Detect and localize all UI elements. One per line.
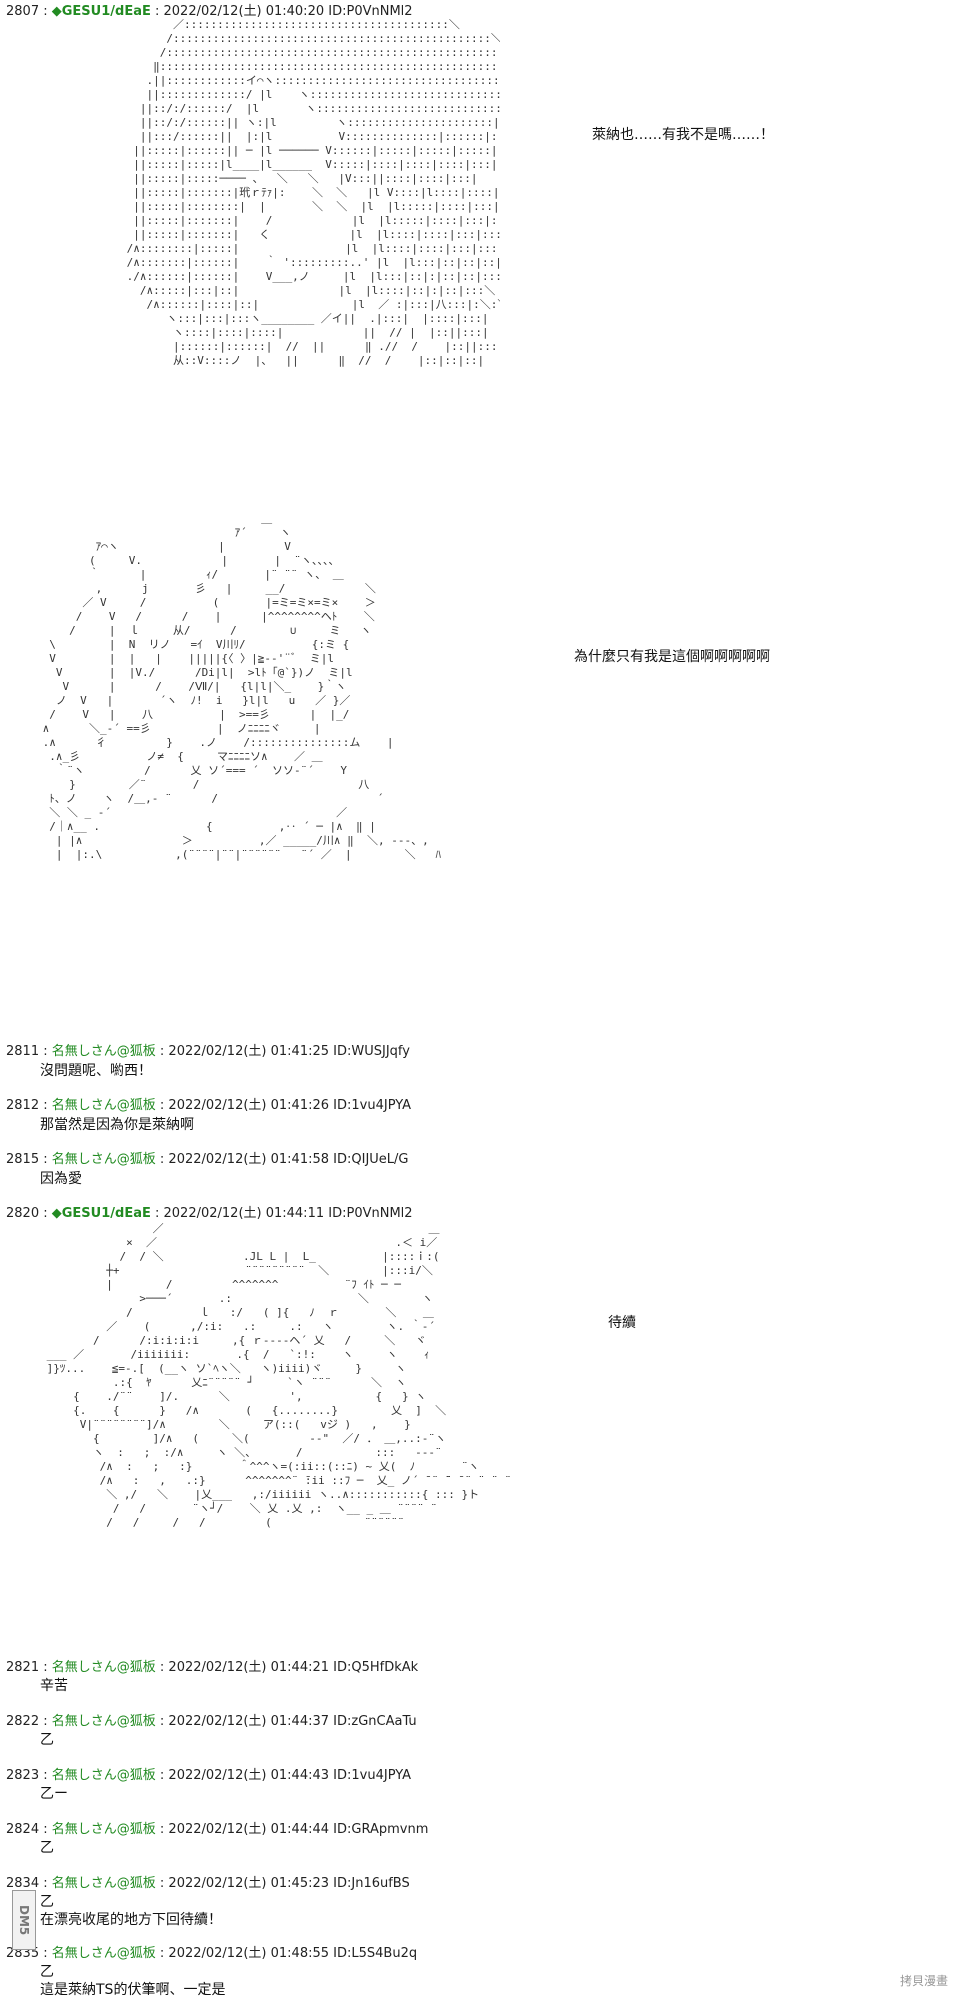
- post-id[interactable]: ID:GRApmvnm: [333, 1822, 429, 1837]
- post-header-2835: 2835 : 名無しさん@狐板 : 2022/02/12(土) 01:48:55…: [6, 1946, 418, 1961]
- poster-name: 名無しさん@狐板: [51, 1044, 156, 1059]
- poster-name: ◆GESU1/dEaE: [51, 1206, 151, 1221]
- site-watermark-logo: DM5: [12, 1890, 36, 1950]
- post-id[interactable]: ID:1vu4JPYA: [333, 1098, 412, 1113]
- post-header-2822: 2822 : 名無しさん@狐板 : 2022/02/12(土) 01:44:37…: [6, 1714, 417, 1729]
- ascii-art-character-2: ＿ ｱ´ ヽ ｱ⌒ヽ | V ( V. | | ¨ヽ、、、、 ｀ | ｨ/ |¨…: [42, 512, 441, 861]
- post-number[interactable]: 2812: [6, 1098, 40, 1113]
- post-number[interactable]: 2821: [6, 1660, 40, 1675]
- post-body-2835: 乙 這是萊納TS的伏筆啊、一定是: [40, 1964, 226, 1998]
- watermark-left-text: DM5: [17, 1904, 31, 1936]
- post-number[interactable]: 2811: [6, 1044, 40, 1059]
- poster-name: 名無しさん@狐板: [51, 1714, 156, 1729]
- post-date: 2022/02/12(土) 01:44:43: [168, 1768, 330, 1783]
- post-body-2834: 乙 在漂亮收尾的地方下回待續！: [40, 1894, 222, 1928]
- post-number[interactable]: 2807: [6, 4, 40, 19]
- post-body-2821: 辛苦: [40, 1678, 68, 1694]
- dialogue-line-2: 為什麼只有我是這個啊啊啊啊啊: [574, 649, 770, 665]
- post-header-2823: 2823 : 名無しさん@狐板 : 2022/02/12(土) 01:44:43…: [6, 1768, 412, 1783]
- post-body-2811: 沒問題呢、喲西！: [40, 1063, 152, 1079]
- post-header-2811: 2811 : 名無しさん@狐板 : 2022/02/12(土) 01:41:25…: [6, 1044, 410, 1059]
- poster-name: 名無しさん@狐板: [51, 1876, 156, 1891]
- dialogue-line-3: 待續: [608, 1315, 636, 1331]
- post-number[interactable]: 2822: [6, 1714, 40, 1729]
- poster-name: 名無しさん@狐板: [51, 1768, 156, 1783]
- post-id[interactable]: ID:Q5HfDkAk: [333, 1660, 419, 1675]
- watermark-text: 拷貝漫畫: [899, 1974, 948, 1988]
- poster-name: 名無しさん@狐板: [51, 1822, 156, 1837]
- post-date: 2022/02/12(土) 01:41:25: [168, 1044, 330, 1059]
- post-id[interactable]: ID:P0VnNMl2: [328, 1206, 413, 1221]
- post-date: 2022/02/12(土) 01:45:23: [168, 1876, 330, 1891]
- post-header-2821: 2821 : 名無しさん@狐板 : 2022/02/12(土) 01:44:21…: [6, 1660, 419, 1675]
- poster-name: ◆GESU1/dEaE: [51, 4, 151, 19]
- poster-name: 名無しさん@狐板: [51, 1660, 156, 1675]
- post-header-2834: 2834 : 名無しさん@狐板 : 2022/02/12(土) 01:45:23…: [6, 1876, 410, 1891]
- post-id[interactable]: ID:Jn16ufBS: [333, 1876, 410, 1891]
- post-id[interactable]: ID:QIJUeL/G: [333, 1152, 409, 1167]
- post-date: 2022/02/12(土) 01:44:37: [168, 1714, 330, 1729]
- dialogue-line-1: 萊納也……有我不是嗎……！: [592, 127, 774, 143]
- post-date: 2022/02/12(土) 01:40:20: [163, 4, 325, 19]
- poster-name: 名無しさん@狐板: [51, 1152, 156, 1167]
- post-number[interactable]: 2824: [6, 1822, 40, 1837]
- ascii-art-character-1: ／:::::::::::::::::::::::::::::::::::::::…: [126, 18, 500, 367]
- ascii-art-character-3: ／ ＿ × ／ .＜ i／ / / ＼ .JL L | L_ |::::ｉ:( …: [46, 1222, 510, 1529]
- poster-name: 名無しさん@狐板: [51, 1946, 156, 1961]
- post-header-2812: 2812 : 名無しさん@狐板 : 2022/02/12(土) 01:41:26…: [6, 1098, 412, 1113]
- post-header-2820: 2820 : ◆GESU1/dEaE : 2022/02/12(土) 01:44…: [6, 1206, 413, 1221]
- post-header-2815: 2815 : 名無しさん@狐板 : 2022/02/12(土) 01:41:58…: [6, 1152, 409, 1167]
- post-date: 2022/02/12(土) 01:44:21: [168, 1660, 330, 1675]
- post-number[interactable]: 2823: [6, 1768, 40, 1783]
- post-date: 2022/02/12(土) 01:44:11: [163, 1206, 325, 1221]
- post-body-2824: 乙: [40, 1840, 54, 1856]
- post-date: 2022/02/12(土) 01:41:26: [168, 1098, 330, 1113]
- post-id[interactable]: ID:WUSJJqfy: [333, 1044, 410, 1059]
- post-id[interactable]: ID:P0VnNMl2: [328, 4, 413, 19]
- post-body-2822: 乙: [40, 1732, 54, 1748]
- post-body-2823: 乙ー: [40, 1786, 68, 1802]
- post-id[interactable]: ID:zGnCAaTu: [333, 1714, 417, 1729]
- post-body-2815: 因為愛: [40, 1171, 82, 1187]
- post-date: 2022/02/12(土) 01:44:44: [168, 1822, 330, 1837]
- post-number[interactable]: 2820: [6, 1206, 40, 1221]
- post-number[interactable]: 2834: [6, 1876, 40, 1891]
- post-id[interactable]: ID:L5S4Bu2q: [333, 1946, 418, 1961]
- post-number[interactable]: 2815: [6, 1152, 40, 1167]
- post-body-2812: 那當然是因為你是萊納啊: [40, 1117, 194, 1133]
- post-date: 2022/02/12(土) 01:48:55: [168, 1946, 330, 1961]
- post-date: 2022/02/12(土) 01:41:58: [168, 1152, 330, 1167]
- post-header-2807: 2807 : ◆GESU1/dEaE : 2022/02/12(土) 01:40…: [6, 4, 413, 19]
- post-header-2824: 2824 : 名無しさん@狐板 : 2022/02/12(土) 01:44:44…: [6, 1822, 429, 1837]
- post-id[interactable]: ID:1vu4JPYA: [333, 1768, 412, 1783]
- poster-name: 名無しさん@狐板: [51, 1098, 156, 1113]
